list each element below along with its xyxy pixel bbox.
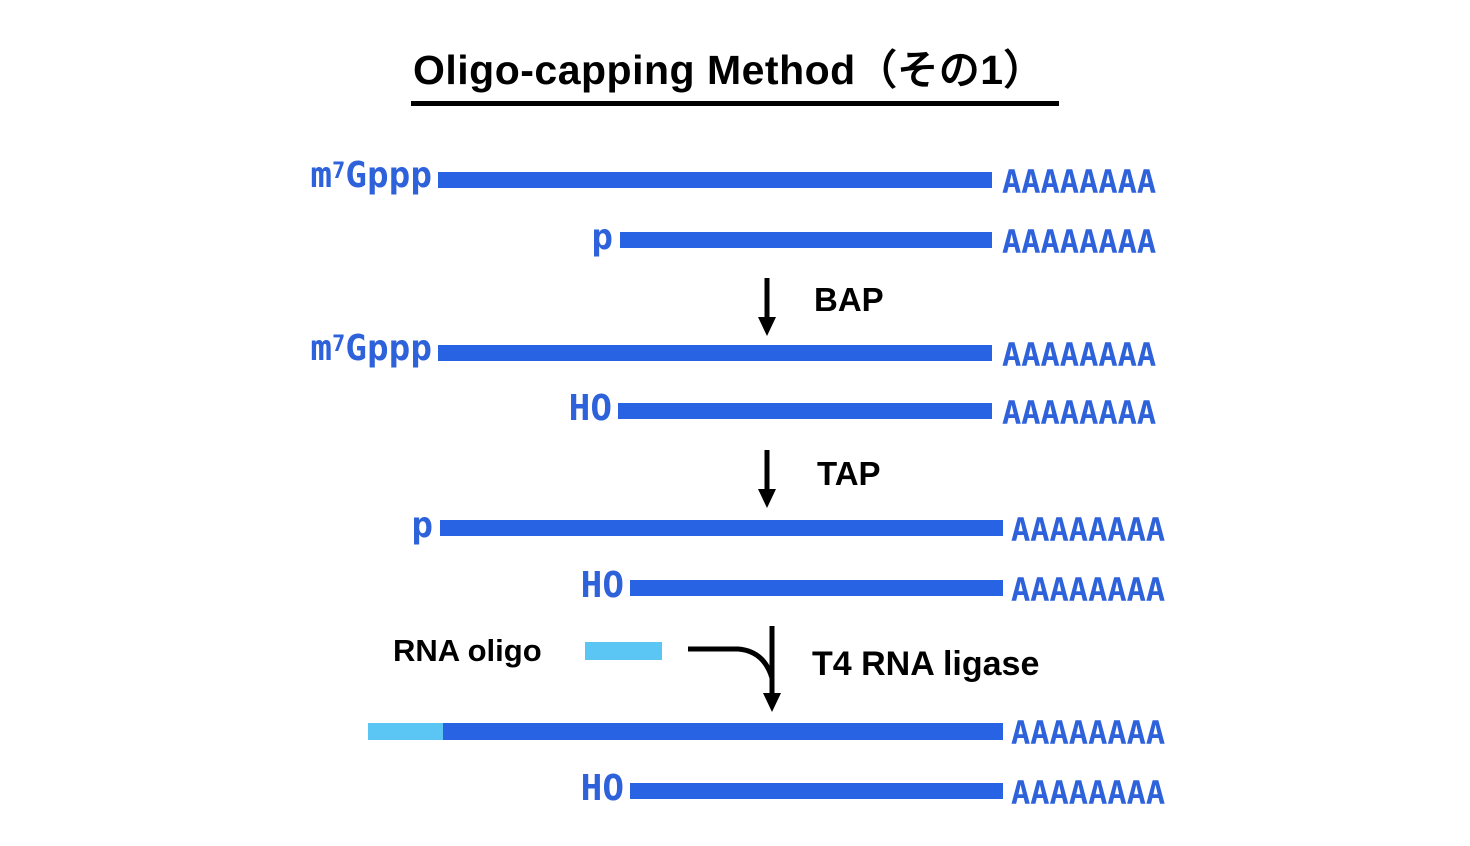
cap-label-gppp: Gppp [345, 155, 432, 196]
ligase-step [680, 618, 792, 716]
polya-tail: AAAAAAAA [1011, 774, 1166, 812]
bap-step [753, 276, 783, 338]
mrna-bar [620, 232, 992, 248]
page-title: Oligo-capping Method（その1） [410, 36, 1060, 106]
tap-step [753, 448, 783, 510]
hydroxyl-label: HO [580, 565, 624, 606]
rna-oligo-label: RNA oligo [393, 633, 542, 668]
down-arrow-icon [758, 278, 776, 336]
title-wrap: Oligo-capping Method（その1） [0, 36, 1470, 106]
mrna-bar [630, 783, 1003, 799]
mrna-bar [618, 403, 992, 419]
curved-arrow-icon [688, 626, 781, 712]
bap-step-label: BAP [814, 281, 884, 318]
polya-tail: AAAAAAAA [1011, 571, 1166, 609]
down-arrow-icon [758, 450, 776, 508]
capped-mrna-bar [438, 172, 992, 188]
hydroxyl-label: HO [580, 768, 624, 809]
cap-label: m7Gppp [292, 158, 432, 194]
ligase-step-label: T4 RNA ligase [812, 645, 1040, 683]
polya-tail: AAAAAAAA [1002, 336, 1157, 374]
mrna-bar [440, 520, 1003, 536]
phosphate-label: p [411, 505, 433, 546]
phosphate-label: p [591, 217, 613, 258]
polya-tail: AAAAAAAA [1002, 223, 1157, 261]
ligated-product-bar [443, 723, 1003, 740]
rna-oligo-bar [585, 642, 662, 660]
polya-tail: AAAAAAAA [1011, 511, 1166, 549]
cap-label-m: m [310, 155, 333, 196]
polya-tail: AAAAAAAA [1002, 163, 1157, 201]
cap-label-gppp: Gppp [345, 328, 432, 369]
cap-label: m7Gppp [292, 331, 432, 367]
ligated-oligo-segment [368, 723, 443, 740]
mrna-bar [630, 580, 1003, 596]
cap-label-sup7: 7 [332, 159, 346, 184]
cap-label-m: m [310, 328, 333, 369]
tap-step-label: TAP [817, 455, 881, 492]
polya-tail: AAAAAAAA [1002, 394, 1157, 432]
capped-mrna-bar [438, 345, 992, 361]
polya-tail: AAAAAAAA [1011, 714, 1166, 752]
hydroxyl-label: HO [568, 388, 612, 429]
cap-label-sup7: 7 [332, 332, 346, 357]
